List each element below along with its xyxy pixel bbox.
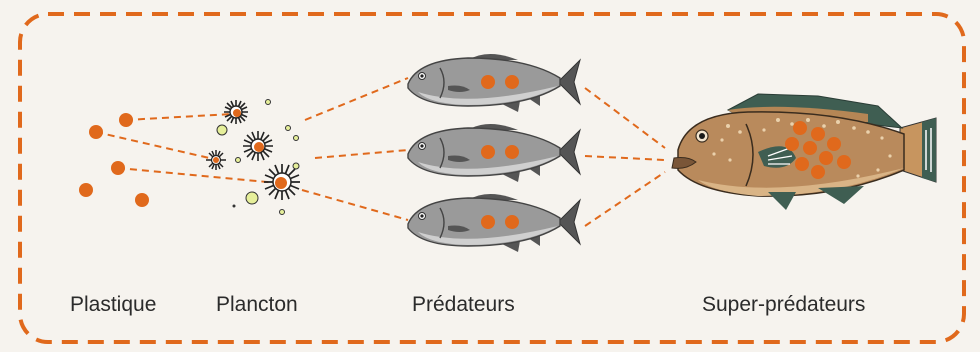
label-super-predateurs: Super-prédateurs bbox=[702, 293, 865, 317]
plankton-spiky-3 bbox=[206, 150, 226, 170]
label-predateurs: Prédateurs bbox=[412, 293, 515, 317]
plankton-cluster bbox=[206, 100, 300, 215]
plastic-particles bbox=[79, 113, 149, 207]
predator-fish-3 bbox=[408, 194, 580, 252]
predators-to-superpredator-lines bbox=[585, 88, 665, 226]
plankton-spiky-1 bbox=[224, 100, 248, 124]
plankton-spiky-2 bbox=[243, 131, 273, 161]
predator-fish-2 bbox=[408, 124, 580, 182]
plankton-to-predators-lines bbox=[302, 78, 408, 220]
super-predator-grouper bbox=[672, 94, 936, 210]
plankton-spiky-4 bbox=[264, 164, 300, 200]
predator-fish-1 bbox=[408, 54, 580, 112]
label-plancton: Plancton bbox=[216, 293, 298, 317]
label-plastique: Plastique bbox=[70, 293, 156, 317]
